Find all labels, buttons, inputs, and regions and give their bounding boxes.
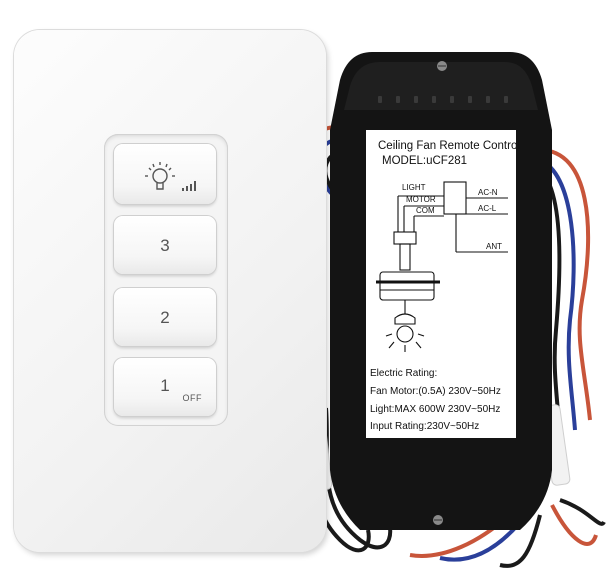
screw-icon bbox=[433, 515, 443, 525]
speed-3-button[interactable]: 3 bbox=[114, 216, 216, 274]
receiver-title: Ceiling Fan Remote Control bbox=[378, 140, 520, 152]
rating-line: Light:MAX 600W 230V~50Hz bbox=[370, 404, 501, 415]
light-button[interactable] bbox=[114, 144, 216, 204]
vent-slots bbox=[378, 96, 508, 103]
model-number: MODEL:uCF281 bbox=[382, 155, 468, 167]
rating-line: Fan Motor:(0.5A) 230V~50Hz bbox=[370, 386, 501, 397]
light-bulb-icon bbox=[385, 325, 425, 352]
diagram-label-com: COM bbox=[416, 206, 435, 215]
speed-1-off-button[interactable]: 1 OFF bbox=[114, 358, 216, 416]
speed-2-button[interactable]: 2 bbox=[114, 288, 216, 346]
diagram-label-ant: ANT bbox=[486, 242, 502, 251]
diagram-label-ac-l: AC-L bbox=[478, 204, 497, 213]
diagram-label-light: LIGHT bbox=[402, 183, 426, 192]
signal-bars-icon bbox=[182, 181, 196, 191]
rating-line: Input Rating:230V~50Hz bbox=[370, 421, 480, 432]
wiring-diagram bbox=[393, 181, 508, 271]
off-label: OFF bbox=[182, 393, 202, 403]
rating-line: Electric Rating: bbox=[370, 368, 438, 379]
key-label: 3 bbox=[160, 236, 170, 255]
fan-icon bbox=[376, 271, 440, 325]
key-label: 1 bbox=[160, 376, 170, 395]
diagram-label-motor: MOTOR bbox=[406, 195, 436, 204]
light-bulb-icon bbox=[145, 162, 175, 190]
diagram-label-ac-n: AC-N bbox=[478, 188, 498, 197]
key-label: 2 bbox=[160, 308, 170, 327]
screw-icon bbox=[437, 61, 447, 71]
